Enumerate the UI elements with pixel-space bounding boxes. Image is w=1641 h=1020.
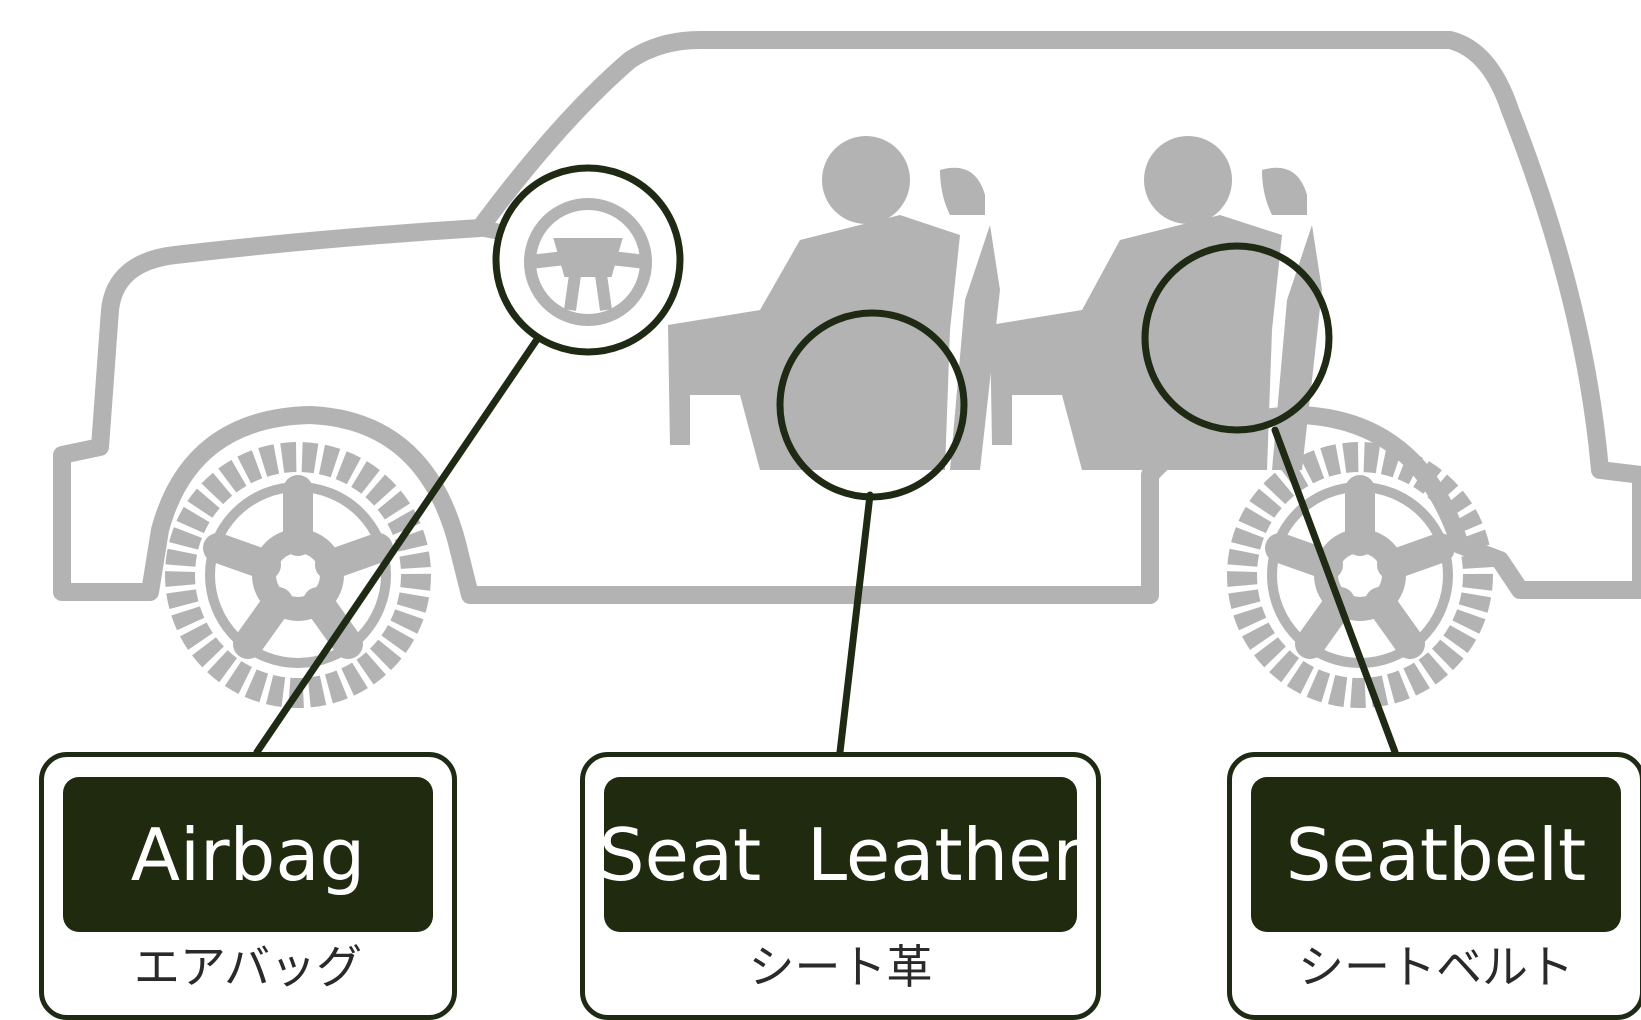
seatbelt-highlight (1141, 242, 1333, 434)
car-hood-line (478, 220, 502, 240)
airbag-sublabel: エアバッグ (133, 940, 363, 994)
leather-connector (836, 491, 874, 756)
front-wheel (165, 442, 431, 708)
seat-leather-highlight (776, 309, 968, 501)
airbag-connector (253, 331, 544, 756)
seat-leather-label: Seat Leather (604, 777, 1077, 932)
front-passenger-figure (668, 136, 1000, 470)
airbag-label: Airbag (63, 777, 433, 932)
seatbelt-sublabel: シートベルト (1298, 940, 1574, 994)
airbag-highlight (492, 164, 684, 356)
airbag-card: Airbag エアバッグ (39, 752, 457, 1020)
seat-leather-sublabel: シート革 (748, 940, 933, 994)
seatbelt-connector (1271, 426, 1399, 756)
connector-lines (253, 331, 1399, 756)
seatbelt-label: Seatbelt (1251, 777, 1621, 932)
seat-leather-card: Seat Leather シート革 (580, 752, 1101, 1020)
steering-wheel-icon (524, 198, 652, 326)
car-body-outline (53, 31, 1641, 604)
seatbelt-card: Seatbelt シートベルト (1227, 752, 1641, 1020)
